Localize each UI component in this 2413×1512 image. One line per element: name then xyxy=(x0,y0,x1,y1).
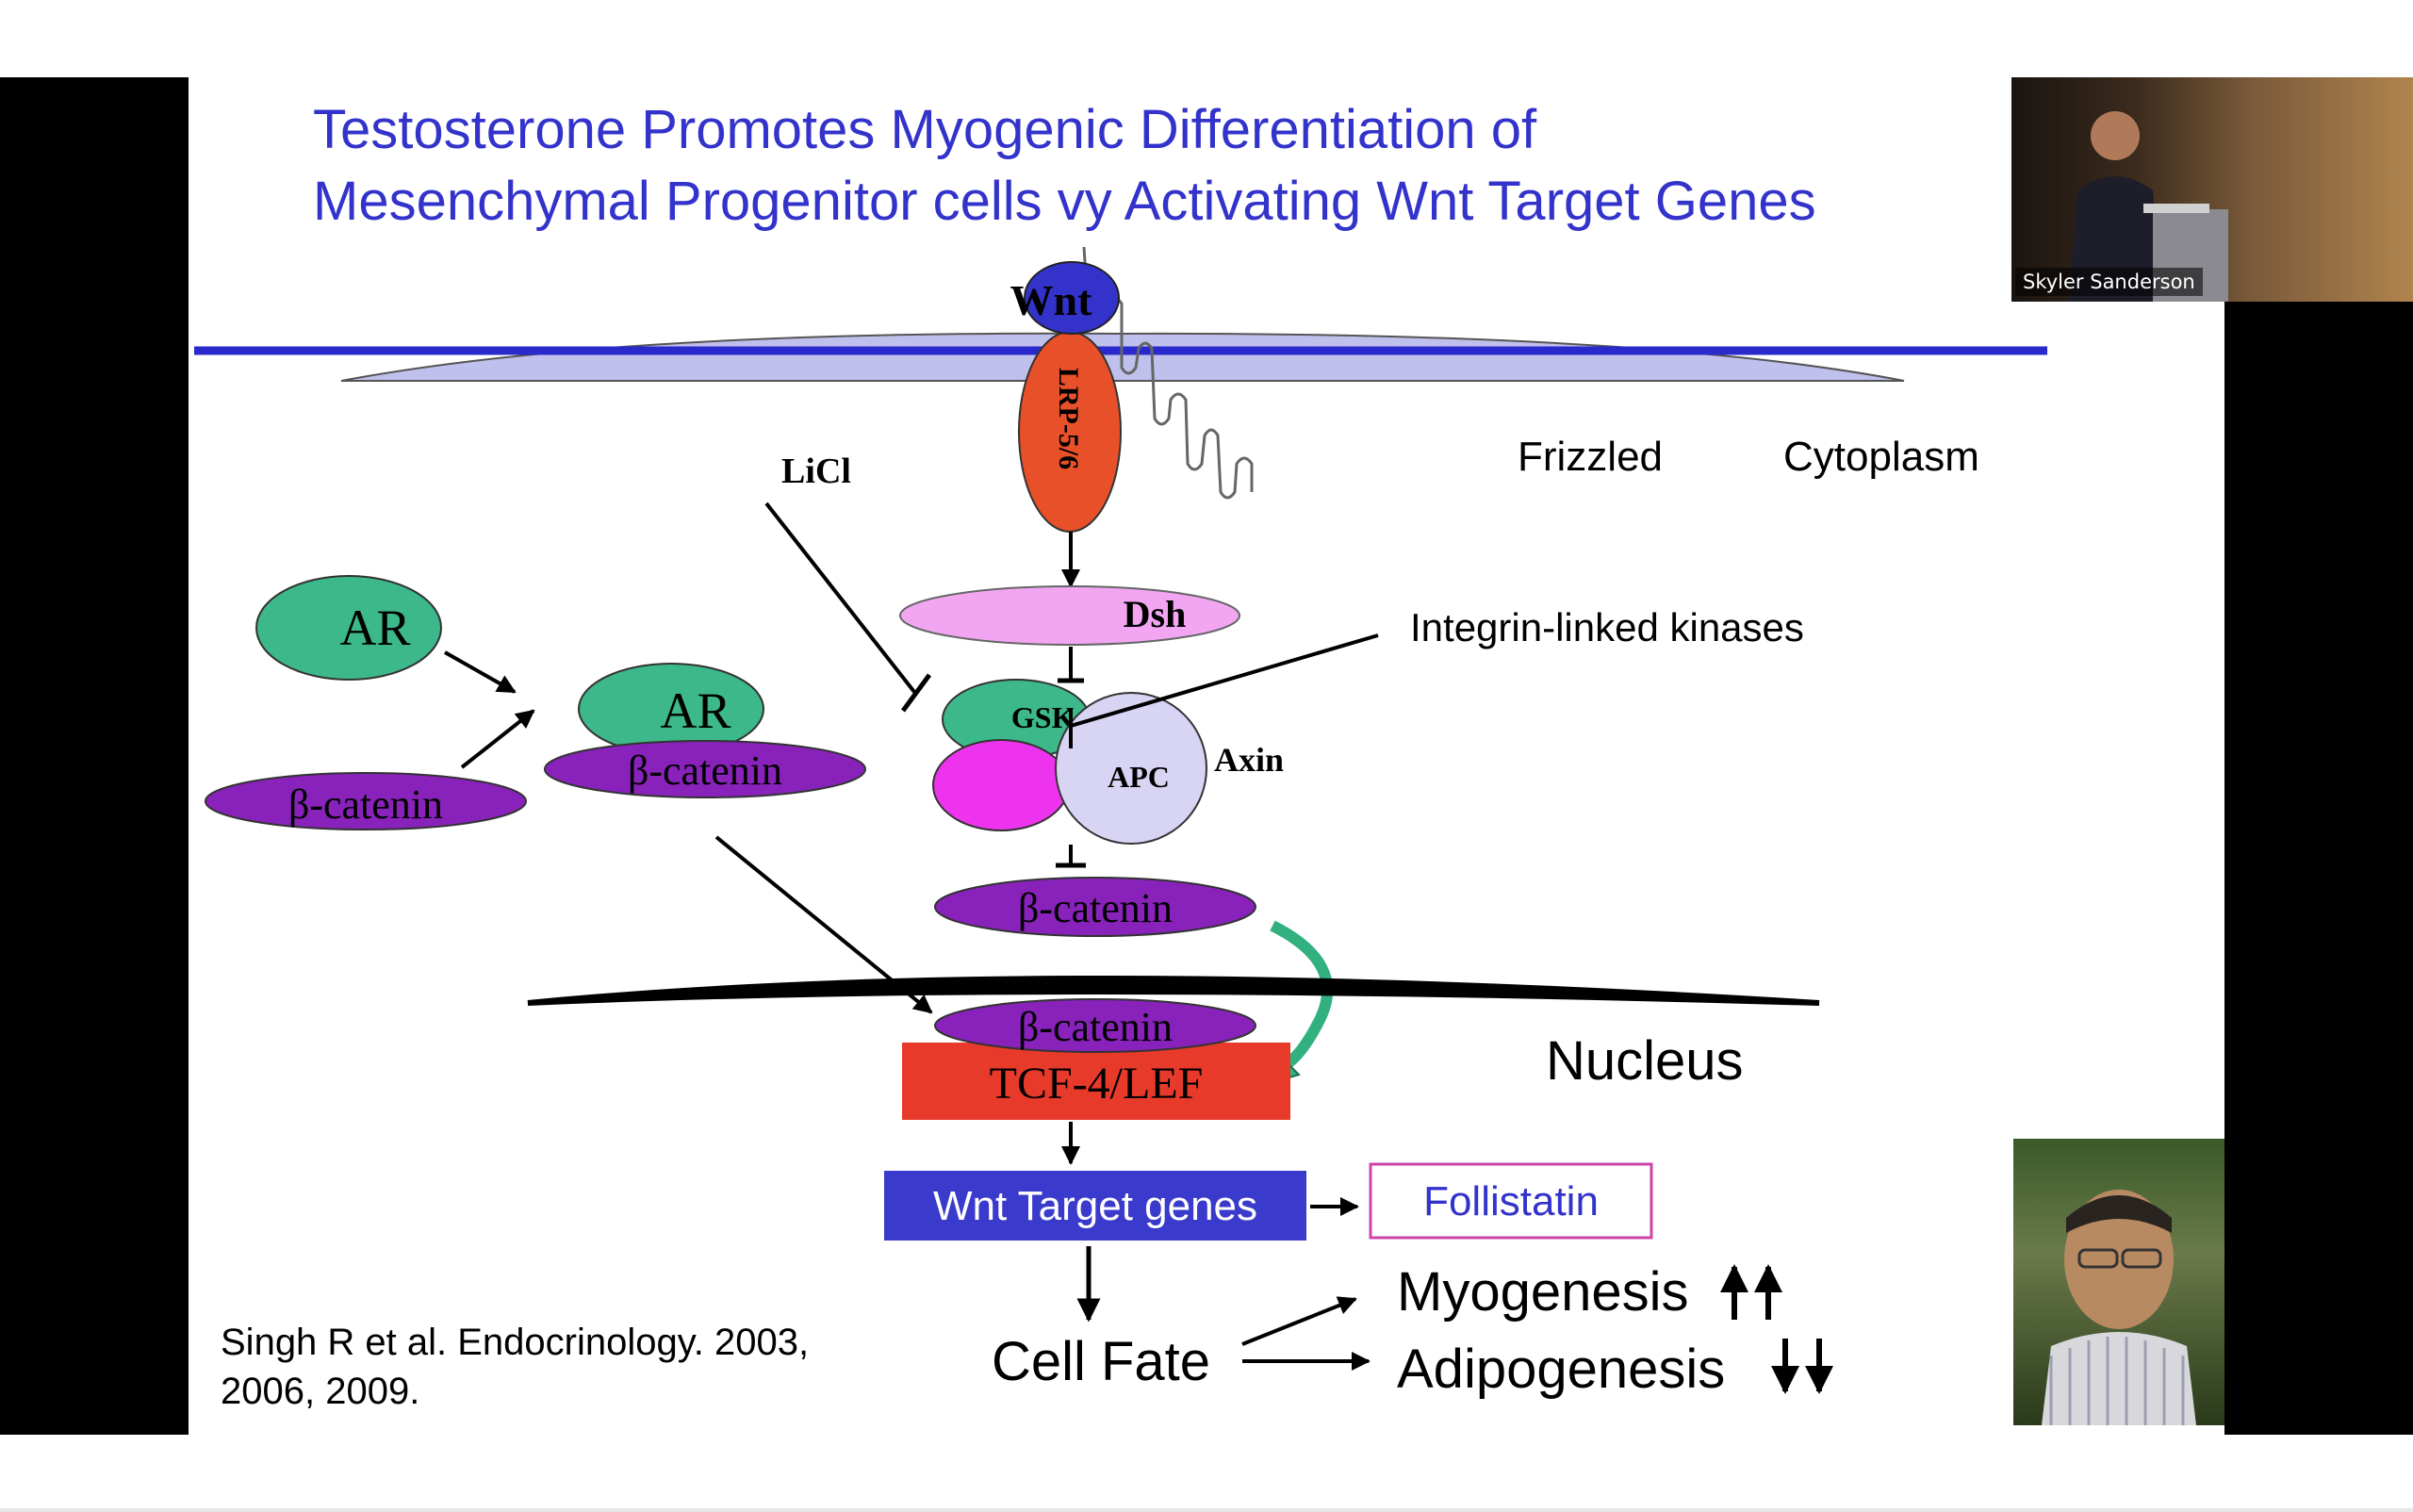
label-cytoplasm: Cytoplasm xyxy=(1783,434,1979,480)
label-frizzled: Frizzled xyxy=(1518,434,1664,480)
bottom-divider xyxy=(0,1508,2413,1512)
label-nucleus: Nucleus xyxy=(1546,1030,1744,1092)
participant-video-speaker[interactable]: Skyler Sanderson xyxy=(2011,77,2413,302)
wnt-ligand xyxy=(1024,261,1120,335)
label-lrp: LRP-5/6 xyxy=(1053,368,1084,469)
label-apc: APC xyxy=(1108,760,1170,794)
label-cell-fate: Cell Fate xyxy=(992,1331,1210,1392)
label-bcat-nuc: β-catenin xyxy=(1018,1004,1173,1050)
guest-silhouette xyxy=(2042,1190,2196,1425)
label-ar-complex: AR xyxy=(660,682,730,739)
follistatin-box xyxy=(1369,1162,1653,1240)
nuclear-membrane xyxy=(527,976,1820,1006)
wnt-pathway-diagram: Wnt LRP-5/6 Dsh GSK-3 APC Axin LiCl xyxy=(194,246,2047,1400)
participant-video-guest[interactable] xyxy=(2013,1139,2224,1425)
beta-catenin-left xyxy=(205,772,527,830)
label-bcat-left: β-catenin xyxy=(288,781,443,828)
tcf-lef-box xyxy=(902,1043,1290,1120)
label-ar-left: AR xyxy=(339,600,410,656)
speaker-name-tag: Skyler Sanderson xyxy=(2015,268,2203,296)
ar-protein-left xyxy=(255,575,442,681)
label-bcat-complex: β-catenin xyxy=(628,748,782,794)
label-licl: LiCl xyxy=(781,452,851,491)
magenta-protein xyxy=(932,739,1070,831)
nuclear-translocation-arrow xyxy=(1270,920,1334,1073)
citation-line-2: 2006, 2009. xyxy=(221,1371,420,1412)
label-axin: Axin xyxy=(1214,741,1284,779)
beta-catenin-cytoplasm xyxy=(934,877,1256,937)
wnt-target-genes-box xyxy=(884,1171,1306,1241)
apc-protein xyxy=(1055,692,1207,845)
label-wnt: Wnt xyxy=(1010,276,1093,324)
label-integrin-linked-kinases: Integrin-linked kinases xyxy=(1410,605,1804,649)
beta-catenin-nucleus xyxy=(934,998,1256,1053)
label-target-genes: Wnt Target genes xyxy=(933,1183,1257,1229)
slide-title-line-1: Testosterone Promotes Myogenic Different… xyxy=(313,99,1537,160)
label-myogenesis: Myogenesis xyxy=(1397,1261,1688,1323)
presentation-slide: Testosterone Promotes Myogenic Different… xyxy=(189,77,2224,1435)
dsh-protein xyxy=(899,585,1240,646)
citation-line-1: Singh R et al. Endocrinology. 2003, xyxy=(221,1322,810,1363)
label-bcat-cyto: β-catenin xyxy=(1018,885,1173,931)
label-dsh: Dsh xyxy=(1124,593,1187,635)
label-follistatin: Follistatin xyxy=(1423,1178,1599,1224)
slide-title-line-2: Mesenchymal Progenitor cells vy Activati… xyxy=(313,171,1816,232)
label-adipogenesis: Adipogenesis xyxy=(1397,1339,1725,1400)
beta-catenin-complex xyxy=(544,740,866,798)
screen-share-area: Testosterone Promotes Myogenic Different… xyxy=(0,77,2413,1435)
label-tcf: TCF-4/LEF xyxy=(990,1059,1204,1109)
